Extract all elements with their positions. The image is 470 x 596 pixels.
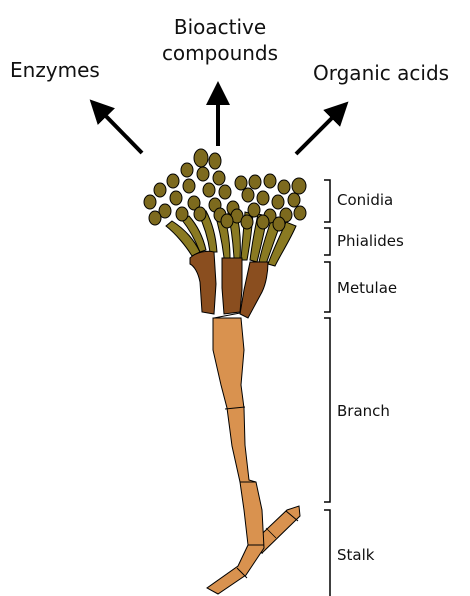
conidium-spore [288,193,300,207]
arrow-enzymes [98,108,142,153]
metula-center [222,258,242,314]
conidium-spore [248,203,260,217]
conidium-spore [170,191,182,205]
conidium-spore [294,206,306,220]
conidium-spore [203,183,215,197]
conidium-spore [272,195,284,209]
conidium-spore [209,153,221,169]
conidia [144,149,306,231]
conidium-spore [176,207,188,221]
conidium-spore [194,149,208,167]
bracket-metulae [324,262,330,312]
conidium-spore [219,185,231,199]
conidium-spore [257,191,269,205]
metula-right [240,262,268,318]
conidium-spore [149,211,161,225]
conidium-spore [241,215,253,229]
bracket-phialides [324,228,330,255]
conidium-spore [197,167,209,181]
conidium-spore [292,178,306,194]
bracket-branch [324,318,330,502]
conidium-spore [213,171,225,185]
conidium-spore [249,175,261,189]
bracket-stalk [324,510,330,596]
arrows [98,93,340,154]
conidium-spore [154,183,166,197]
conidium-spore [181,163,193,177]
bracket-conidia [324,180,330,222]
arrow-organic-acids [296,110,340,154]
conidium-spore [194,207,206,221]
main-stalk [207,313,264,594]
conidium-spore [257,215,269,229]
brackets [324,180,330,596]
conidium-spore [144,195,156,209]
conidium-spore [221,214,233,228]
conidium-spore [273,217,285,231]
conidium-spore [167,174,179,188]
metula-left [190,251,216,314]
conidium-spore [235,176,247,190]
conidium-spore [278,180,290,194]
conidium-spore [242,188,254,202]
conidium-spore [264,174,276,188]
conidium-spore [183,179,195,193]
